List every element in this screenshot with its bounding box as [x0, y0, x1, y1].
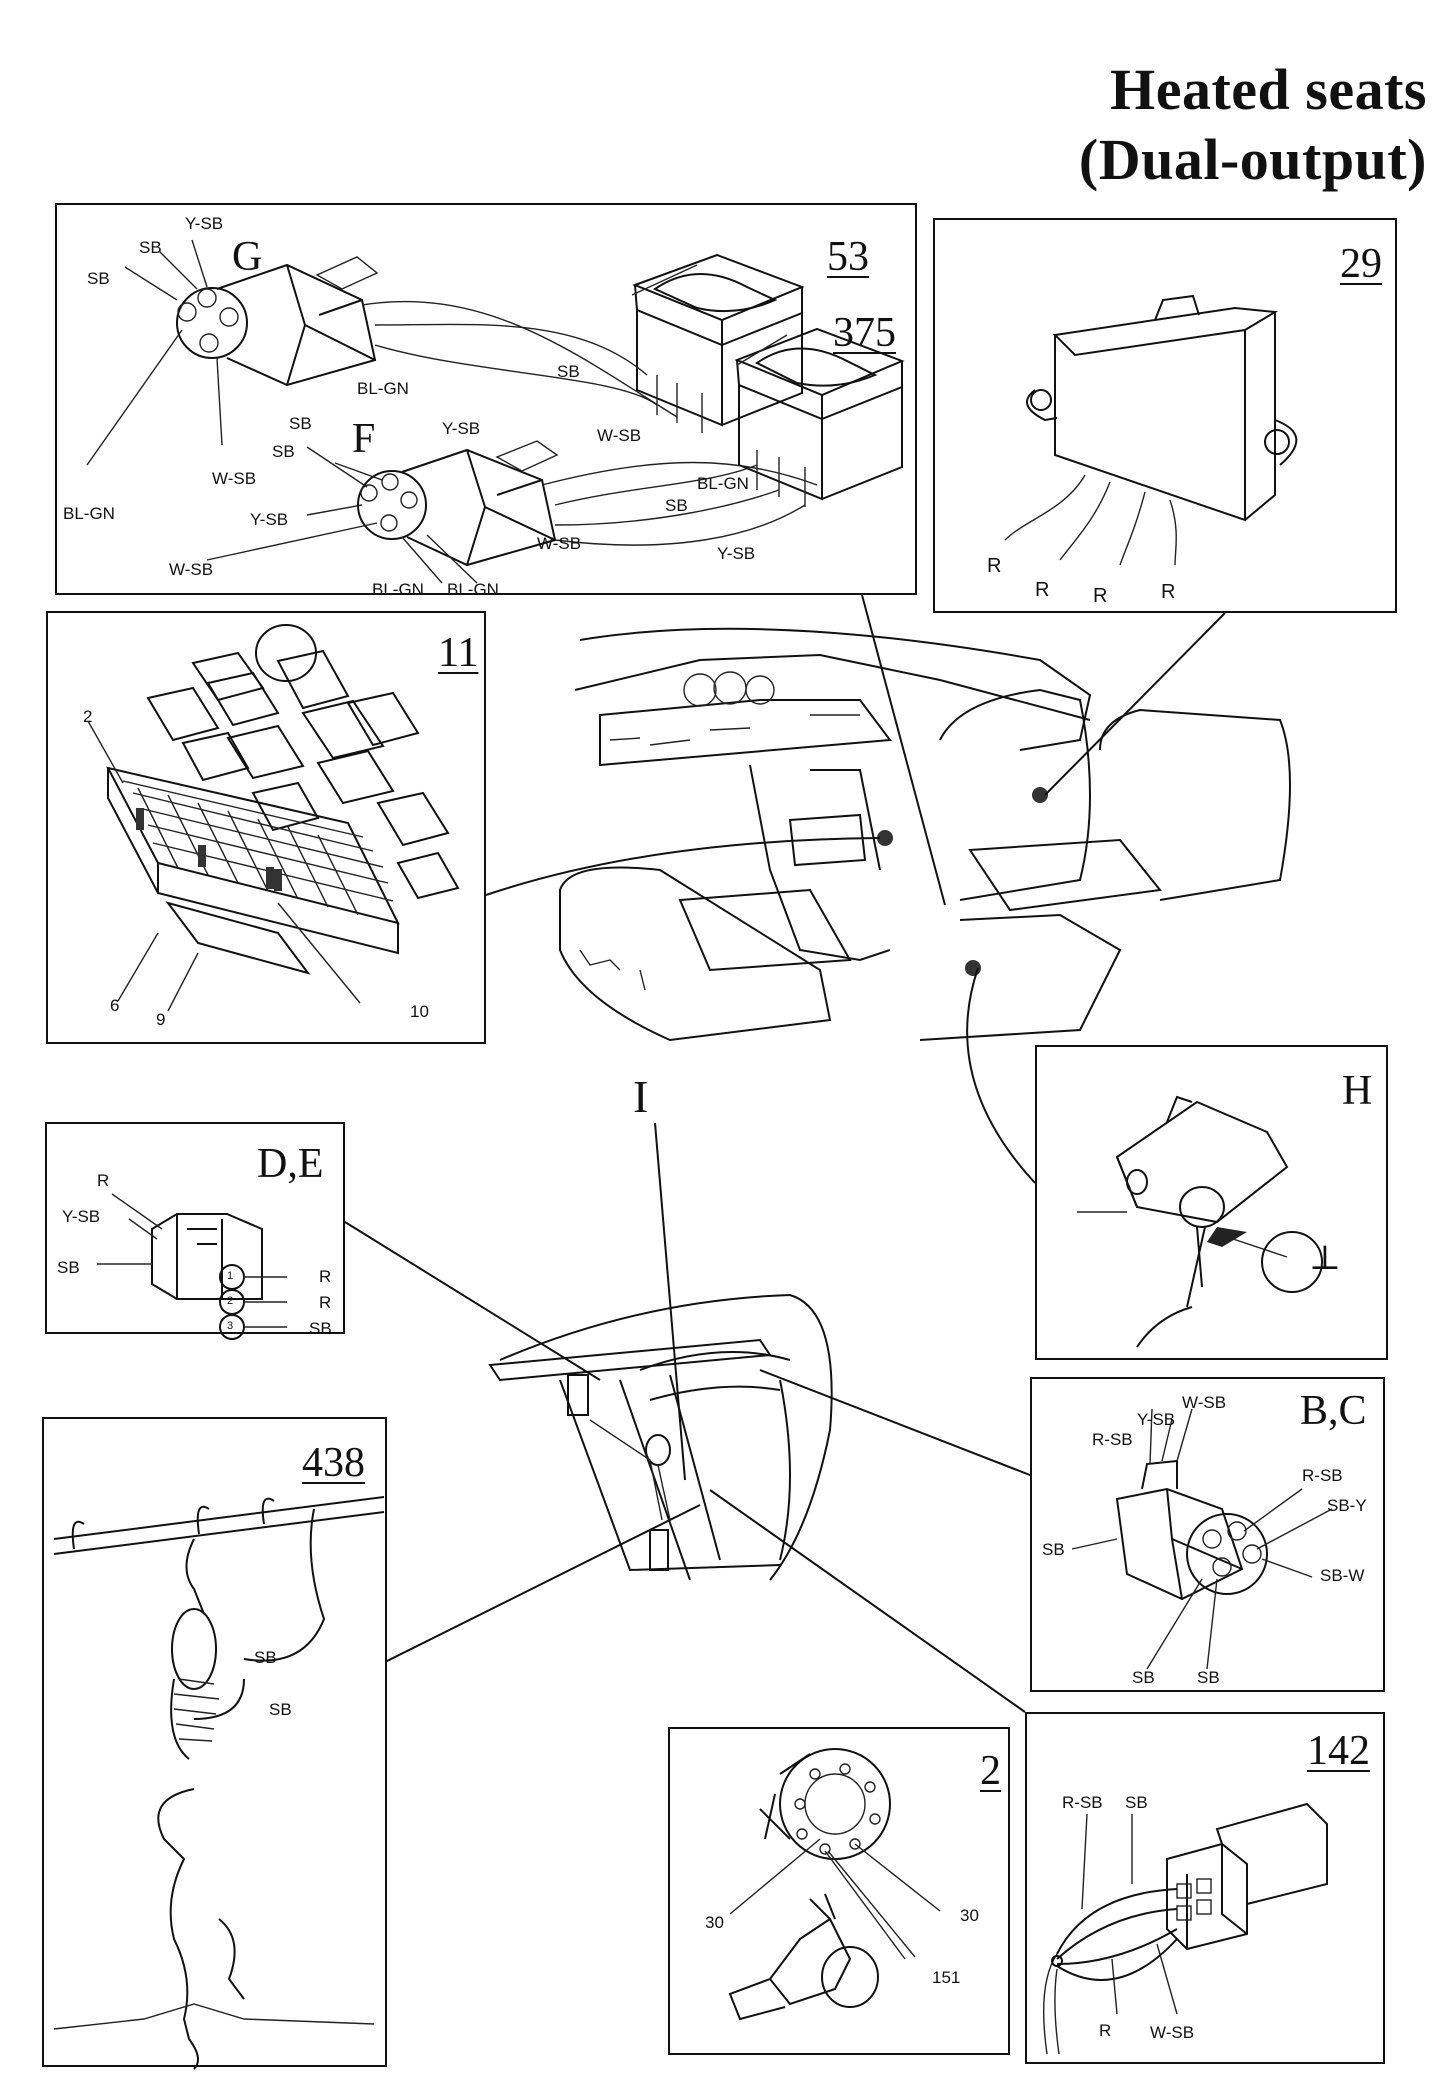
wire-label: W-SB: [537, 534, 582, 553]
pin-label: 2: [227, 1295, 234, 1307]
wire-label: W-SB: [1150, 2023, 1195, 2042]
wire-label: BL-GN: [447, 580, 499, 599]
wire-label: SB-Y: [1327, 1496, 1367, 1515]
panel-connectors-g-f: 53 375 G F Y-SB SB SB BL-GN W-SB BL-GN S…: [55, 203, 917, 599]
wire-label: W-SB: [212, 469, 257, 488]
callout-label: 9: [156, 1010, 166, 1029]
page-title: Heated seats: [1110, 57, 1427, 122]
panel-ground-h: H ⊥: [1035, 1045, 1388, 1360]
connector-f-label: F: [352, 416, 376, 462]
seat-i-label: I: [633, 1071, 649, 1122]
wire-label: R: [1161, 581, 1176, 603]
callout-label: 151: [932, 1968, 961, 1987]
wire-label: SB: [1125, 1793, 1148, 1812]
wire-label: SB: [272, 442, 295, 461]
wire-label: BL-GN: [63, 504, 115, 523]
connector-de-label: D,E: [257, 1141, 324, 1187]
connector-142-label: 142: [1307, 1728, 1370, 1774]
seat-frame-sketch: [488, 1293, 833, 1581]
interior-sketch: [559, 627, 1291, 1042]
wire-label: Y-SB: [250, 510, 289, 529]
wire-label: BL-GN: [357, 379, 409, 398]
wire-label: Y-SB: [62, 1207, 101, 1226]
connector-g-label: G: [232, 234, 263, 280]
wire-label: SB: [87, 269, 110, 288]
control-module-drawing: [1004, 294, 1298, 566]
wire-clip-drawing: [53, 1496, 385, 2070]
connector-de-drawing: [97, 1193, 287, 1340]
wire-label: R: [987, 555, 1002, 577]
ground-point-drawing: [1077, 1095, 1323, 1348]
wire-label: Y-SB: [442, 419, 481, 438]
panel-h-label: H: [1342, 1068, 1373, 1114]
connector-g-f-drawing: [86, 239, 905, 584]
wire-label: SB: [1042, 1540, 1065, 1559]
panel-module-29: 29 R R R R: [933, 218, 1397, 613]
panel-fuse-box-11: 11 2 6 9 10: [46, 611, 486, 1044]
pin-label: 3: [227, 1320, 234, 1332]
fuse-box-drawing: [87, 624, 460, 1012]
wire-label: BL-GN: [697, 474, 749, 493]
connector-bc-label: B,C: [1300, 1388, 1367, 1434]
car-interior-drawing: [559, 620, 1320, 1100]
wire-label: R: [97, 1171, 110, 1190]
wire-label: SB: [269, 1700, 292, 1719]
switch-53-label: 53: [827, 234, 869, 280]
pin-label: 1: [227, 1270, 234, 1282]
callout-label: 10: [410, 1002, 429, 1021]
wire-label: R: [1035, 579, 1050, 601]
ground-symbol: ⊥: [1309, 1240, 1341, 1277]
wire-label: R: [1099, 2021, 1112, 2040]
panel-connector-142: 142 R-SB SB R W-SB: [1025, 1712, 1385, 2064]
wire-label: Y-SB: [717, 544, 756, 563]
panel-connector-b-c: B,C W-SB Y-SB R-SB R-SB SB-Y SB SB-W SB …: [1030, 1377, 1385, 1692]
wire-label: SB: [1132, 1668, 1155, 1687]
switch-375-label: 375: [833, 310, 896, 356]
callout-label: 30: [705, 1913, 724, 1932]
panel-connector-d-e: D,E R Y-SB SB R R SB 1 2 3: [45, 1122, 345, 1340]
wire-label: SB-W: [1320, 1566, 1365, 1585]
wire-label: Y-SB: [1137, 1410, 1176, 1429]
wire-label: R: [319, 1267, 332, 1286]
module-29-label: 29: [1340, 241, 1382, 287]
connector-bc-drawing: [1071, 1408, 1333, 1670]
wiring-438-label: 438: [302, 1440, 365, 1486]
wire-label: R-SB: [1062, 1793, 1103, 1812]
connector-142-drawing: [1042, 1802, 1328, 2055]
wire-label: SB: [254, 1648, 277, 1667]
wire-label: SB: [557, 362, 580, 381]
wire-label: Y-SB: [185, 214, 224, 233]
wire-label: W-SB: [169, 560, 214, 579]
seat-frame-drawing: [488, 1280, 890, 1600]
wire-label: R-SB: [1092, 1430, 1133, 1449]
wire-label: SB: [665, 496, 688, 515]
wire-label: SB: [139, 238, 162, 257]
wire-label: SB: [309, 1319, 332, 1338]
ignition-2-label: 2: [980, 1748, 1001, 1794]
fuse-box-11-label: 11: [438, 630, 479, 676]
wire-label: SB: [1197, 1668, 1220, 1687]
panel-ignition-2: 2 30 30 151: [668, 1727, 1010, 2055]
wire-label: SB: [289, 414, 312, 433]
wire-label: W-SB: [597, 426, 642, 445]
wire-label: SB: [57, 1258, 80, 1277]
callout-label: 30: [960, 1906, 979, 1925]
wire-label: W-SB: [1182, 1393, 1227, 1412]
wire-label: R: [319, 1293, 332, 1312]
callout-label: 6: [110, 996, 120, 1015]
panel-wiring-438: 438 SB SB: [42, 1417, 387, 2070]
wire-label: BL-GN: [372, 580, 424, 599]
wire-label: R: [1093, 585, 1108, 607]
page-subtitle: (Dual-output): [1078, 127, 1427, 192]
wire-label: R-SB: [1302, 1466, 1343, 1485]
callout-label: 2: [83, 707, 93, 726]
ignition-switch-drawing: [728, 1748, 941, 2021]
